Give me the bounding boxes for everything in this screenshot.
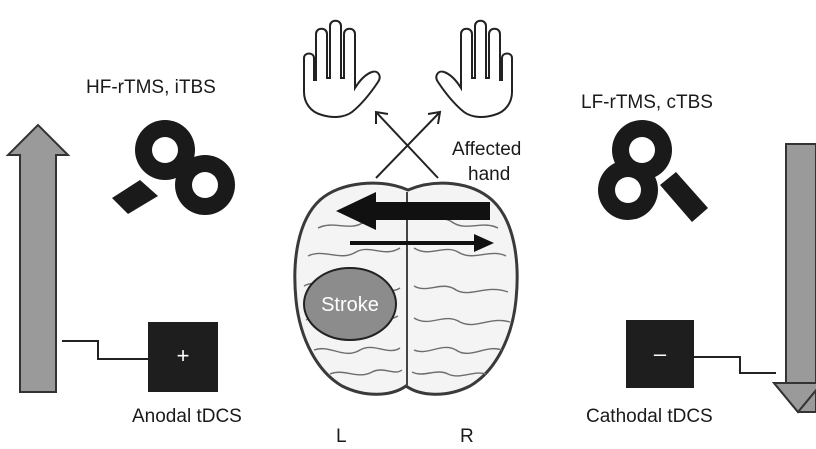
inhibition-down-arrow	[774, 144, 816, 412]
electrode-icon-anodal: +	[62, 322, 218, 392]
electrode-icon-cathodal: –	[626, 320, 776, 388]
right-stim-label: LF-rTMS, cTBS	[581, 93, 713, 112]
hemisphere-right-label: R	[460, 427, 474, 446]
affected-hand-label-line2: hand	[468, 165, 510, 184]
tms-coil-icon-right	[598, 120, 708, 222]
stroke-lesion: Stroke	[304, 268, 396, 340]
affected-hand-label-line1: Affected	[452, 140, 521, 159]
plus-sign: +	[177, 343, 190, 368]
anodal-label: Anodal tDCS	[132, 407, 242, 426]
tms-coil-icon-left	[112, 120, 235, 215]
hand-icon-left	[304, 21, 380, 117]
cathodal-label: Cathodal tDCS	[586, 407, 713, 426]
excitation-up-arrow	[8, 125, 68, 392]
stroke-label: Stroke	[321, 294, 379, 316]
crossing-arrows	[376, 112, 440, 178]
left-stim-label: HF-rTMS, iTBS	[86, 78, 216, 97]
minus-sign: –	[654, 341, 667, 366]
hemisphere-left-label: L	[336, 427, 347, 446]
hand-icon-right	[436, 21, 512, 117]
